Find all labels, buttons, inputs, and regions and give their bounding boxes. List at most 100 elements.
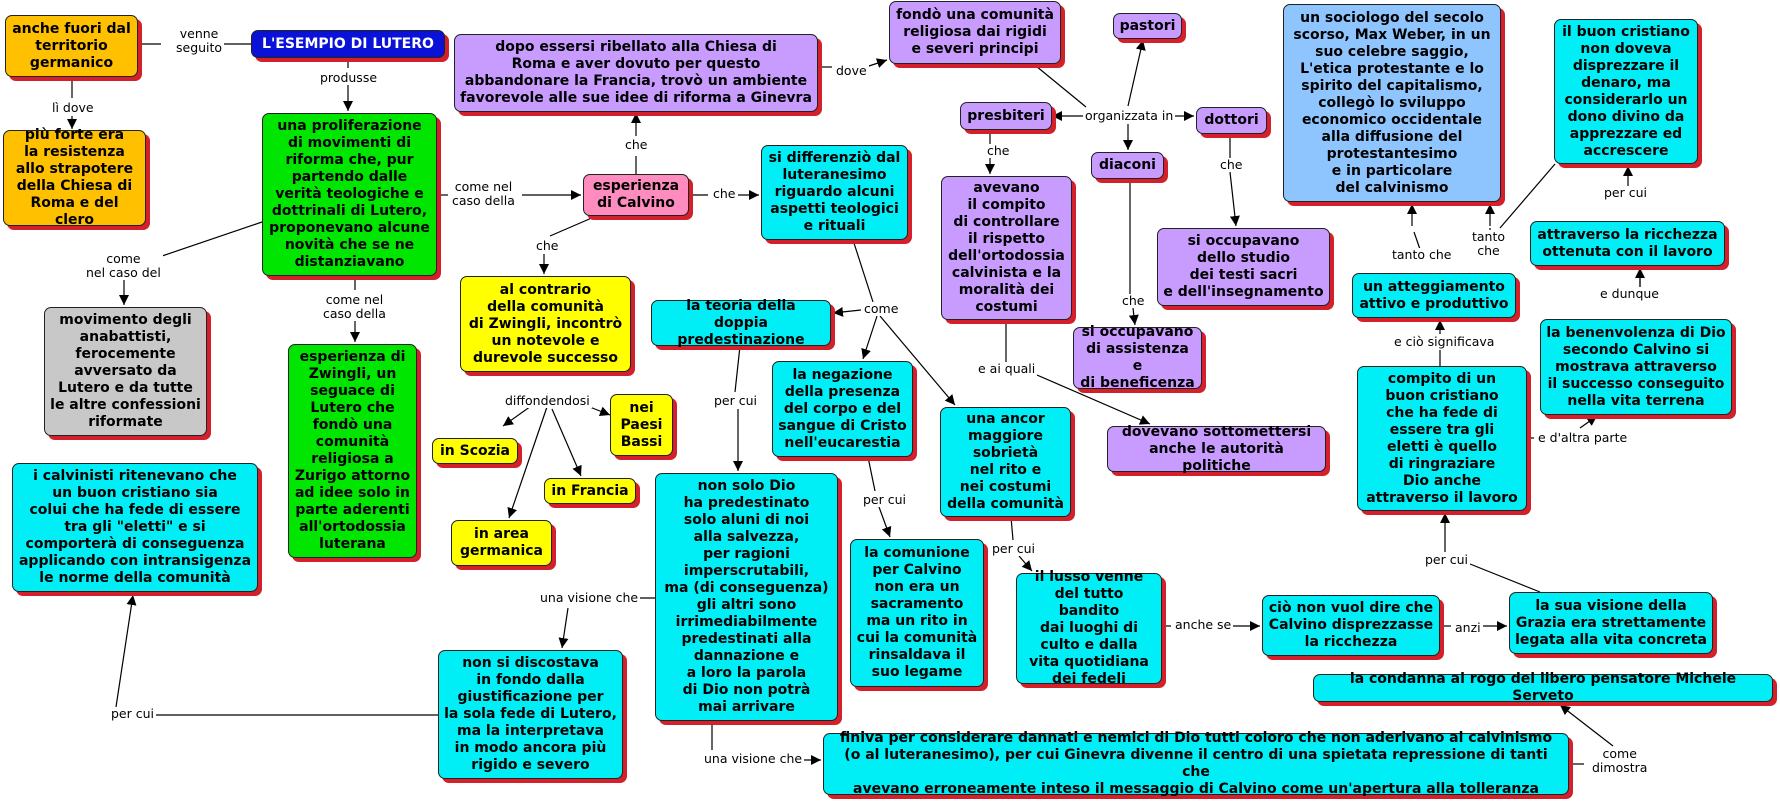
- link-label-per-cui-denaro: per cui: [1602, 185, 1650, 200]
- node-finiva: finiva per considerare dannati e nemici …: [823, 730, 1569, 797]
- link-label-e-ai-quali: e ai quali: [976, 361, 1038, 376]
- connector-line: [852, 239, 874, 303]
- link-label-dove: dove: [834, 63, 869, 78]
- node-proliferazione: una proliferazione di movimenti di rifor…: [262, 113, 437, 276]
- node-benevolenza: la benenvolenza di Dio secondo Calvino s…: [1540, 319, 1732, 415]
- link-label-che-contrario: che: [534, 238, 561, 253]
- link-label-per-cui-comunione: per cui: [861, 492, 909, 507]
- link-label-li-dove: lì dove: [50, 100, 96, 115]
- link-label-come-teorie: come: [862, 301, 901, 316]
- link-label-organizzata-in: organizzata in: [1083, 108, 1176, 123]
- connector-line: [878, 506, 892, 538]
- link-label-come-caso-zwingli: come nel caso della: [321, 292, 388, 321]
- node-disprezzasse: ciò non vuol dire che Calvino disprezzas…: [1262, 595, 1440, 656]
- node-anabattisti: movimento degli anabattisti, ferocemente…: [44, 307, 207, 436]
- node-zwingli: esperienza di Zwingli, un seguace di Lut…: [288, 344, 417, 558]
- link-label-una-visione-che-1: una visione che: [538, 590, 641, 605]
- link-label-una-visione-che-2: una visione che: [702, 751, 805, 766]
- connector-line: [1559, 704, 1614, 747]
- node-atteggiamento: un atteggiamento attivo e produttivo: [1352, 273, 1516, 318]
- connector-line: [549, 216, 595, 237]
- node-scozia: in Scozia: [432, 438, 518, 464]
- link-label-tanto-che-2: tanto che: [1470, 229, 1508, 258]
- connector-line: [1029, 371, 1151, 425]
- connector-line: [867, 456, 876, 492]
- node-discostava: non si discostava in fondo dalla giustif…: [438, 650, 623, 779]
- node-germanica: in area germanica: [451, 520, 552, 566]
- connector-line: [1035, 65, 1087, 108]
- link-label-che-differenzio: che: [711, 186, 738, 201]
- link-label-come-caso-anabattisti: come nel caso del: [84, 251, 163, 280]
- connector-line: [115, 594, 137, 708]
- node-comunione: la comunione per Calvino non era un sacr…: [850, 539, 984, 687]
- node-non-solo-dio: non solo Dio ha predestinato solo aluni …: [655, 473, 838, 721]
- connector-line: [1579, 415, 1598, 429]
- node-fondo-comunita: fondò una comunità religiosa dai rigidi …: [889, 1, 1061, 64]
- node-differenzio: si differenziò dal luteranesimo riguardo…: [761, 145, 908, 240]
- connector-line: [558, 607, 569, 649]
- node-francia: in Francia: [544, 478, 636, 504]
- node-serveto: la condanna al rogo del libero pensatore…: [1313, 671, 1773, 704]
- link-label-che-avevano: che: [985, 143, 1012, 158]
- node-grazia: la sua visione della Grazia era strettam…: [1509, 592, 1713, 654]
- link-label-e-dunque: e dunque: [1598, 286, 1661, 301]
- node-contrario: al contrario della comunità di Zwingli, …: [460, 276, 631, 372]
- node-lusso: il lusso venne del tutto bandito dai luo…: [1016, 569, 1162, 687]
- node-presbiteri: presbiteri: [960, 102, 1052, 130]
- link-label-anche-se: anche se: [1173, 617, 1234, 632]
- link-label-per-cui-lusso: per cui: [990, 541, 1038, 556]
- node-sottomettersi: dovevano sottomettersi anche le autorità…: [1107, 424, 1326, 474]
- connector-line: [832, 306, 862, 317]
- link-label-come-dimostra: come dimostra: [1590, 746, 1650, 775]
- connector-line: [1499, 163, 1556, 229]
- connector-line: [879, 315, 956, 406]
- node-studio: si occupavano dello studio dei testi sac…: [1157, 228, 1330, 306]
- connector-line: [507, 403, 549, 519]
- node-resistenza: più forte era la resistenza allo strapot…: [3, 127, 146, 228]
- node-ginevra: dopo essersi ribellato alla Chiesa di Ro…: [454, 34, 818, 112]
- node-dottori: dottori: [1196, 107, 1267, 134]
- connector-line: [865, 58, 888, 68]
- link-label-per-cui-compito: per cui: [1423, 552, 1471, 567]
- link-label-anzi: anzi: [1453, 620, 1483, 635]
- node-sobrieta: una ancor maggiore sobrietà nel rito e n…: [940, 407, 1071, 517]
- node-denaro: il buon cristiano non doveva disprezzare…: [1554, 19, 1698, 164]
- link-label-come-caso-calvino: come nel caso della: [450, 179, 517, 208]
- node-pastori: pastori: [1113, 13, 1182, 39]
- link-label-produsse: produsse: [318, 70, 380, 85]
- link-label-per-cui-nonsolo: per cui: [712, 393, 760, 408]
- connector-line: [161, 221, 263, 257]
- connector-line: [1469, 563, 1541, 593]
- link-label-per-cui-calvinisti: per cui: [109, 706, 157, 721]
- node-esempio-lutero: L'ESEMPIO DI LUTERO: [251, 30, 445, 58]
- node-ricchezza-lavoro: attraverso la ricchezza ottenuta con il …: [1530, 221, 1725, 266]
- link-label-che-assistenza: che: [1120, 293, 1147, 308]
- connector-line: [1018, 555, 1033, 572]
- connector-line: [1128, 307, 1139, 326]
- link-label-e-cio-significava: e ciò significava: [1392, 334, 1497, 349]
- node-calvino: esperienza di Calvino: [583, 174, 689, 216]
- node-weber: un sociologo del secolo scorso, Max Webe…: [1283, 4, 1501, 202]
- link-label-che-ginevra: che: [623, 137, 650, 152]
- connector-line: [861, 315, 878, 360]
- connector-line: [1010, 516, 1014, 541]
- link-label-e-daltra-parte: e d'altra parte: [1536, 430, 1630, 445]
- node-avevano-compito: avevano il compito di controllare il ris…: [941, 176, 1072, 320]
- node-negazione: la negazione della presenza del corpo e …: [772, 361, 913, 457]
- link-label-diffondendosi: diffondendosi: [503, 393, 592, 408]
- node-fuori-territorio: anche fuori dal territorio germanico: [5, 15, 138, 77]
- link-label-tanto-che-1: tanto che: [1390, 247, 1454, 262]
- node-calvinisti: i calvinisti ritenevano che un buon cris…: [12, 463, 258, 592]
- connector-line: [1229, 171, 1240, 227]
- node-assistenza: si occupavano di assistenza e di benefic…: [1073, 324, 1202, 391]
- link-label-che-studio: che: [1218, 157, 1245, 172]
- node-compito-cristiano: compito di un buon cristiano che ha fede…: [1357, 366, 1527, 511]
- node-paesi-bassi: nei Paesi Bassi: [610, 394, 673, 456]
- node-predestinazione: la teoria della doppia predestinazione: [651, 298, 831, 348]
- connector-line: [734, 345, 741, 393]
- connector-line: [1127, 39, 1146, 107]
- node-diaconi: diaconi: [1091, 152, 1164, 179]
- connector-line: [551, 408, 582, 477]
